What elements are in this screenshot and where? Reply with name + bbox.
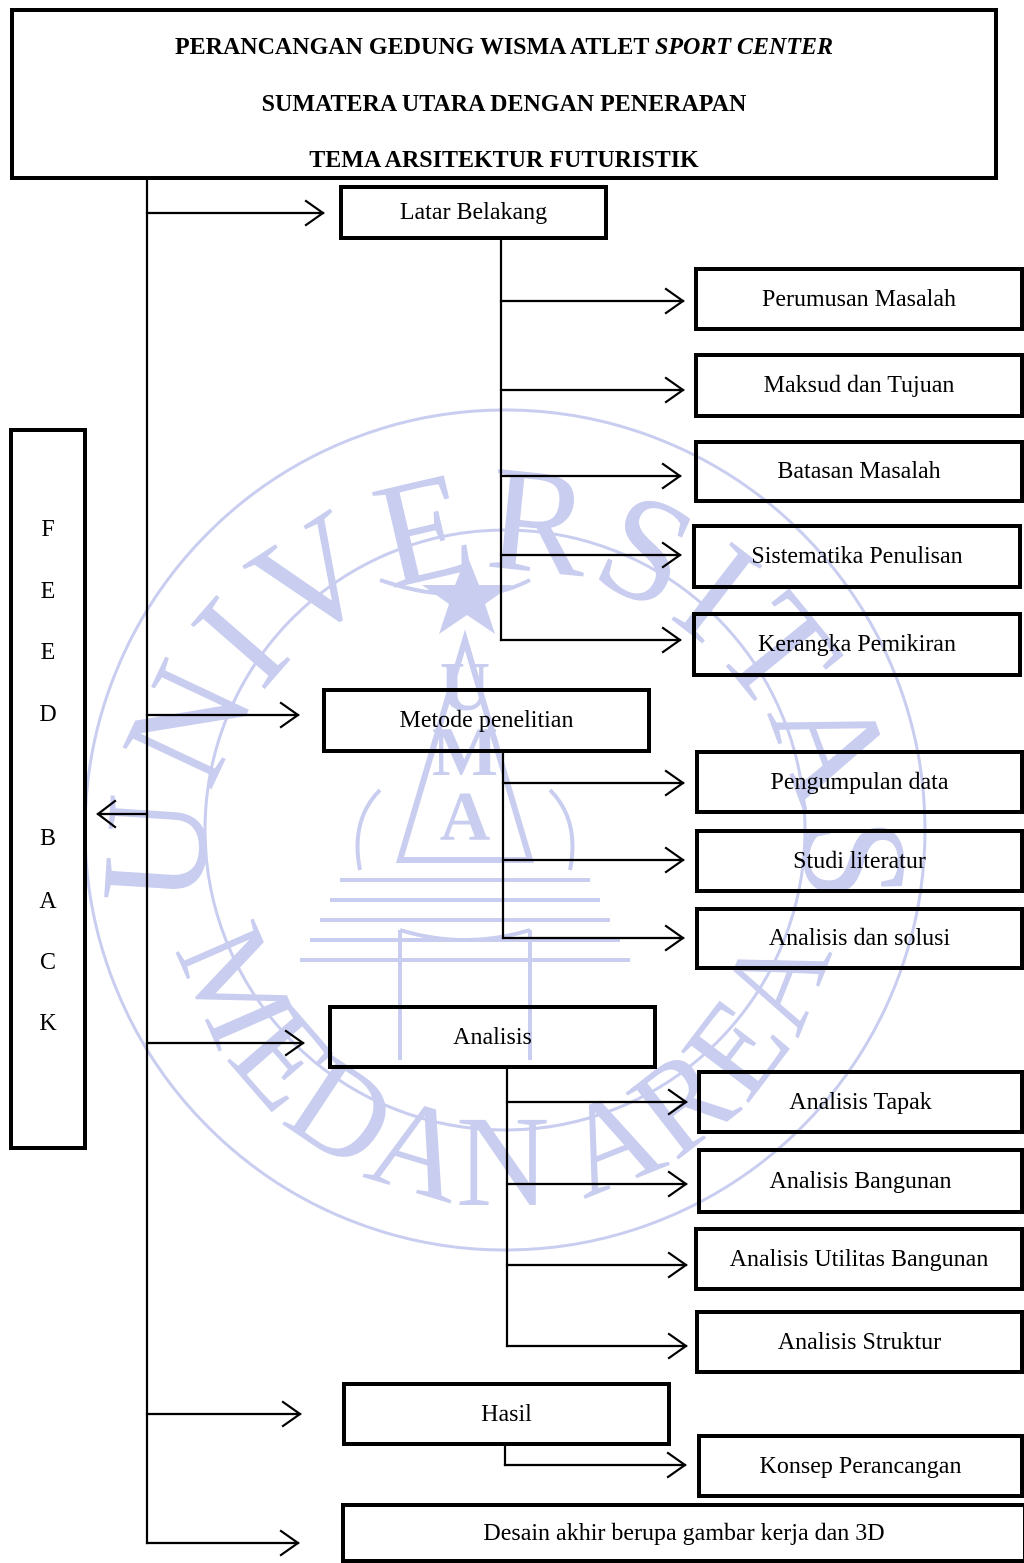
title-line-1-regular: PERANCANGAN GEDUNG WISMA ATLET <box>174 34 656 60</box>
title-line-3: TEMA ARSITEKTUR FUTURISTIK <box>309 147 699 173</box>
node-label: Analisis Bangunan <box>769 1167 952 1194</box>
node-label: Analisis <box>453 1023 532 1050</box>
feedback-letter: F <box>41 516 55 542</box>
feedback-box: F E E D B A C K <box>9 428 87 1150</box>
title-line-2: SUMATERA UTARA DENGAN PENERAPAN <box>261 91 747 117</box>
title-line-1-italic: SPORT CENTER <box>655 34 834 60</box>
node-analisis-struktur: Analisis Struktur <box>695 1310 1024 1374</box>
node-label: Studi literatur <box>793 847 926 874</box>
node-batasan-masalah: Batasan Masalah <box>694 440 1024 503</box>
feedback-letter: B <box>39 825 56 851</box>
node-label: Kerangka Pemikiran <box>758 631 956 658</box>
node-label: Analisis dan solusi <box>768 925 951 952</box>
feedback-letter: D <box>39 701 57 727</box>
watermark-emblem <box>300 555 630 1060</box>
feedback-letter: K <box>39 1010 57 1036</box>
node-label: Analisis Utilitas Bangunan <box>729 1245 989 1272</box>
node-metode-penelitian: Metode penelitian <box>322 688 651 753</box>
node-maksud-tujuan: Maksud dan Tujuan <box>694 353 1024 418</box>
node-analisis-tapak: Analisis Tapak <box>697 1070 1024 1134</box>
node-label: Hasil <box>481 1400 532 1427</box>
node-label: Sistematika Penulisan <box>751 543 963 570</box>
feedback-letter: A <box>39 888 57 914</box>
node-konsep-perancangan: Konsep Perancangan <box>697 1434 1024 1498</box>
node-label: Maksud dan Tujuan <box>763 372 955 399</box>
node-latar-belakang: Latar Belakang <box>339 185 608 240</box>
feedback-letter: C <box>39 949 56 975</box>
node-hasil: Hasil <box>342 1382 671 1446</box>
node-sistematika-penulisan: Sistematika Penulisan <box>692 524 1022 589</box>
node-pengumpulan-data: Pengumpulan data <box>695 750 1024 814</box>
node-analisis: Analisis <box>328 1005 657 1069</box>
diagram-title-box: PERANCANGAN GEDUNG WISMA ATLET SPORT CEN… <box>10 8 998 180</box>
node-label: Desain akhir berupa gambar kerja dan 3D <box>483 1519 885 1546</box>
svg-text:A: A <box>440 779 491 856</box>
node-analisis-bangunan: Analisis Bangunan <box>697 1148 1024 1214</box>
node-analisis-utilitas: Analisis Utilitas Bangunan <box>694 1227 1024 1291</box>
node-desain-akhir: Desain akhir berupa gambar kerja dan 3D <box>341 1503 1024 1563</box>
node-label: Metode penelitian <box>399 707 574 734</box>
node-studi-literatur: Studi literatur <box>695 829 1024 893</box>
node-label: Batasan Masalah <box>777 458 941 485</box>
feedback-letter: E <box>40 578 56 604</box>
node-label: Latar Belakang <box>399 199 548 226</box>
title-line-1: PERANCANGAN GEDUNG WISMA ATLET SPORT CEN… <box>14 34 994 61</box>
node-label: Pengumpulan data <box>770 768 949 795</box>
node-perumusan-masalah: Perumusan Masalah <box>694 267 1024 331</box>
node-label: Perumusan Masalah <box>762 285 956 312</box>
node-analisis-solusi: Analisis dan solusi <box>695 907 1024 970</box>
feedback-letter: E <box>40 639 56 665</box>
node-label: Konsep Perancangan <box>759 1452 962 1479</box>
node-kerangka-pemikiran: Kerangka Pemikiran <box>692 612 1022 677</box>
node-label: Analisis Tapak <box>789 1088 932 1115</box>
node-label: Analisis Struktur <box>777 1328 942 1355</box>
